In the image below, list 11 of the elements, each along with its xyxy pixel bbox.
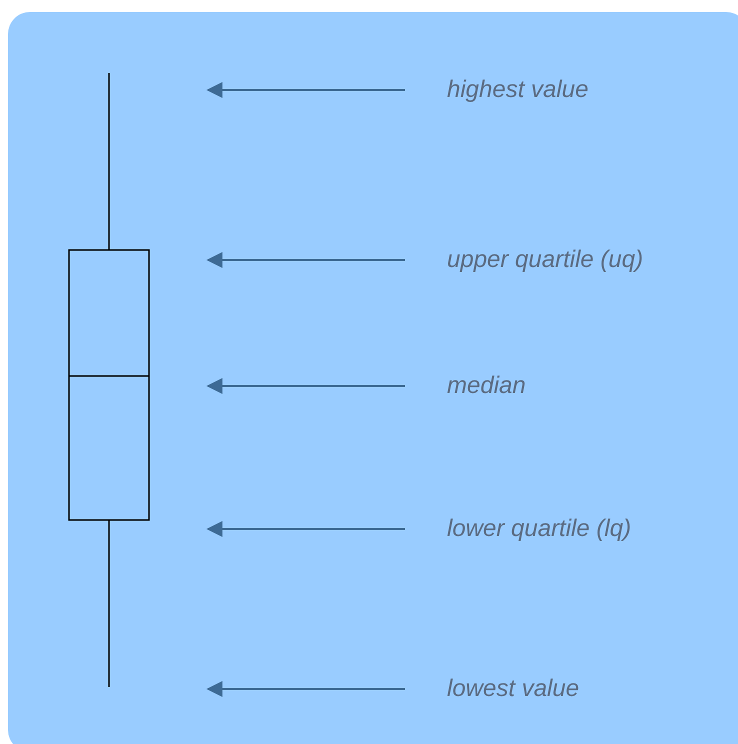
panel-background bbox=[8, 12, 738, 744]
arrow bbox=[206, 378, 405, 394]
value-label: lower quartile (lq) bbox=[447, 515, 632, 543]
arrow bbox=[206, 681, 405, 697]
arrow bbox=[206, 252, 405, 268]
value-label: median bbox=[447, 372, 526, 400]
arrow bbox=[206, 82, 405, 98]
value-label: lowest value bbox=[447, 675, 580, 703]
value-label: upper quartile (uq) bbox=[447, 246, 644, 274]
value-label: highest value bbox=[447, 76, 588, 104]
arrow bbox=[206, 521, 405, 537]
